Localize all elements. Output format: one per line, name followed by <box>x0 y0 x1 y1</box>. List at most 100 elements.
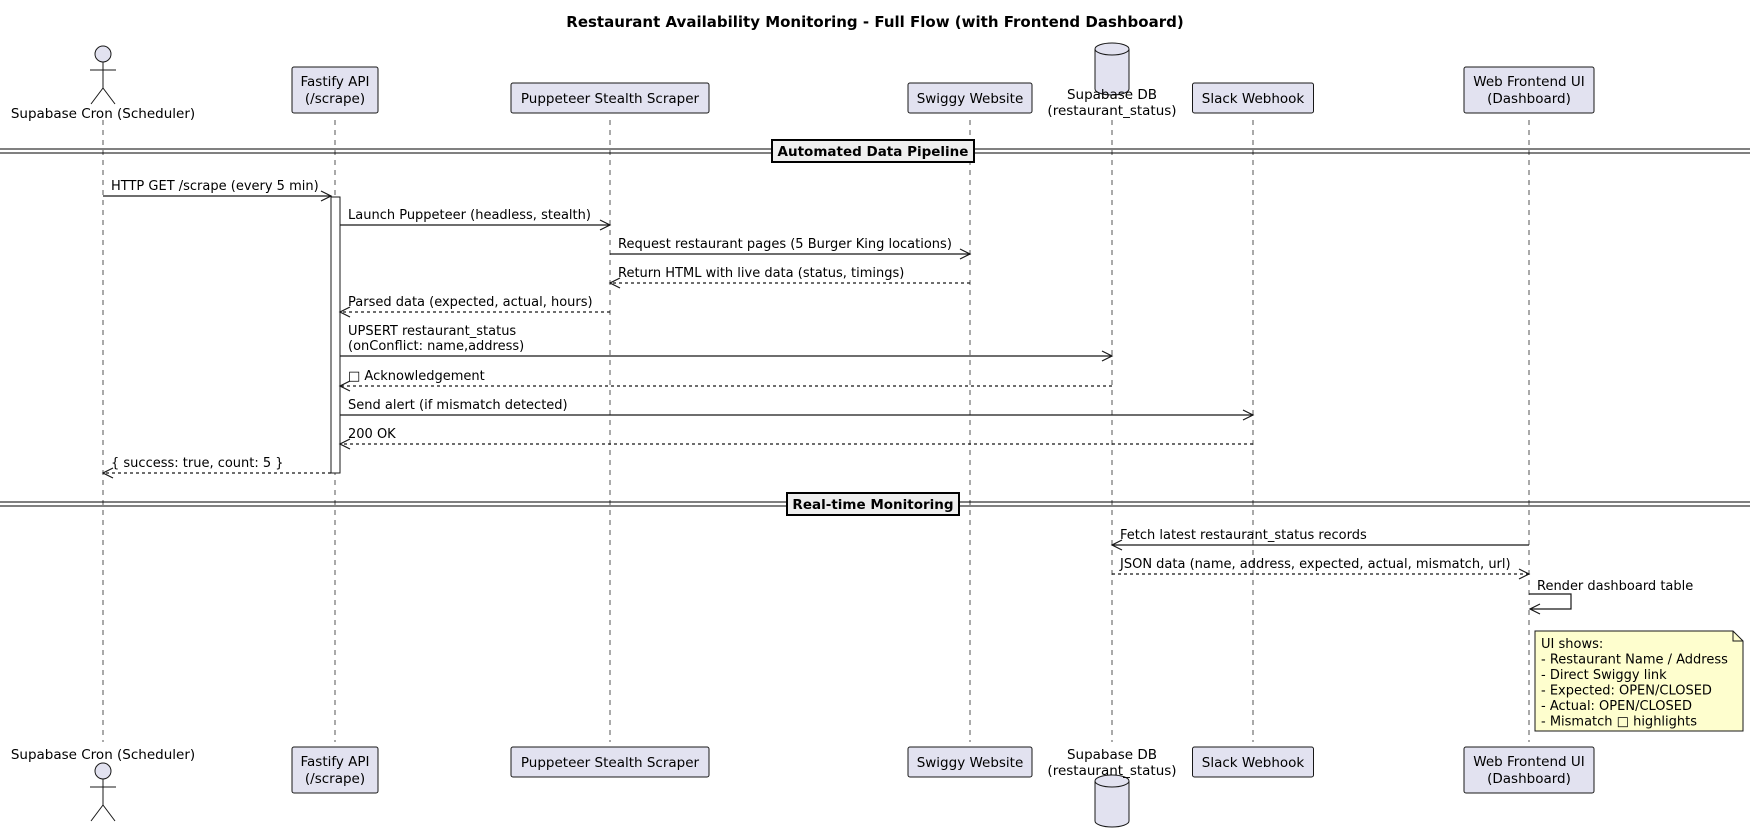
divider-pipeline <box>771 139 975 163</box>
lifelines <box>102 120 1530 742</box>
participant-label: Supabase Cron (Scheduler) <box>11 747 195 763</box>
arrowhead <box>599 219 612 231</box>
actor-leg <box>90 87 104 105</box>
participant-label: Swiggy Website <box>917 755 1024 771</box>
message-ui-to-ui: Render dashboard table <box>1528 579 1693 615</box>
message-label: UPSERT restaurant_status <box>348 324 516 339</box>
participant-box <box>291 66 379 114</box>
message-label: Request restaurant pages (5 Burger King … <box>618 237 952 252</box>
note-line: - Expected: OPEN/CLOSED <box>1541 684 1712 699</box>
participant-box <box>510 746 710 778</box>
message-label: Fetch latest restaurant_status records <box>1120 528 1367 543</box>
participant-label: Puppeteer Stealth Scraper <box>521 755 700 771</box>
participant-label: Swiggy Website <box>917 91 1024 107</box>
participant-box <box>1192 82 1314 114</box>
participant-label: (Dashboard) <box>1487 771 1571 787</box>
participant-label: (restaurant_status) <box>1047 763 1176 779</box>
participant-label: Fastify API <box>300 74 369 90</box>
message-label: Return HTML with live data (status, timi… <box>618 266 904 281</box>
arrowhead <box>320 190 333 202</box>
message-scraper-to-api: Parsed data (expected, actual, hours) <box>338 295 610 318</box>
participant-label: Supabase DB <box>1067 747 1157 763</box>
note-box <box>1534 630 1744 732</box>
note: UI shows:- Restaurant Name / Address- Di… <box>1534 630 1744 732</box>
actor-top: Supabase Cron (Scheduler) <box>11 45 195 122</box>
note-line: - Actual: OPEN/CLOSED <box>1541 699 1692 714</box>
arrowhead <box>608 277 621 289</box>
database-rim <box>1094 48 1130 56</box>
participant-box <box>1463 66 1595 114</box>
arrowhead <box>338 306 351 318</box>
message-api-to-slack: Send alert (if mismatch detected) <box>340 398 1255 421</box>
participant-label: Slack Webhook <box>1202 91 1305 107</box>
participant-box <box>510 82 710 114</box>
participant-box <box>291 746 379 794</box>
message-cron-to-api: HTTP GET /scrape (every 5 min) <box>103 179 333 202</box>
message-label: Launch Puppeteer (headless, stealth) <box>348 208 591 223</box>
message-swiggy-to-scraper: Return HTML with live data (status, timi… <box>608 266 970 289</box>
arrowhead <box>959 248 972 260</box>
self-message-line <box>1529 593 1572 610</box>
divider-label-monitoring: Real-time Monitoring <box>792 497 953 513</box>
participant-heads: Supabase Cron (Scheduler) Supabase Cron (… <box>11 42 1595 828</box>
actor-bottom: Supabase Cron (Scheduler) <box>11 747 195 822</box>
message-scraper-to-swiggy: Request restaurant pages (5 Burger King … <box>610 237 972 260</box>
arrowhead <box>338 438 351 450</box>
actor-head <box>94 762 112 780</box>
message-db-to-ui: JSON data (name, address, expected, actu… <box>1112 557 1531 580</box>
arrowhead <box>1518 568 1531 580</box>
message-ui-to-db: Fetch latest restaurant_status records <box>1110 528 1529 551</box>
participant-scraper-bottom: Puppeteer Stealth Scraper <box>510 746 710 778</box>
participant-slack-bottom: Slack Webhook <box>1192 746 1314 778</box>
database-top: Supabase DB(restaurant_status) <box>1047 42 1177 119</box>
actor-leg <box>102 804 116 822</box>
participant-label: (Dashboard) <box>1487 91 1571 107</box>
api-activation-bar <box>330 196 341 474</box>
arrowhead <box>1528 603 1541 615</box>
actor-head <box>94 45 112 63</box>
database-cylinder <box>1094 42 1130 96</box>
message-api-to-scraper: Launch Puppeteer (headless, stealth) <box>340 208 612 231</box>
messages: HTTP GET /scrape (every 5 min) Launch Pup… <box>101 179 1693 615</box>
activation-bars <box>330 196 341 474</box>
diagram-title: Restaurant Availability Monitoring - Ful… <box>566 13 1183 31</box>
message-label: 200 OK <box>348 427 396 442</box>
arrowhead <box>1110 539 1123 551</box>
participant-label: Web Frontend UI <box>1473 74 1584 90</box>
arrowhead <box>1101 350 1114 362</box>
database-bottom: Supabase DB(restaurant_status) <box>1047 747 1177 828</box>
message-db-to-api: □ Acknowledgement <box>338 369 1112 392</box>
participant-label: (restaurant_status) <box>1047 103 1176 119</box>
arrowhead <box>101 467 114 479</box>
message-label: □ Acknowledgement <box>348 369 485 384</box>
participant-slack-top: Slack Webhook <box>1192 82 1314 114</box>
arrowhead <box>1242 409 1255 421</box>
divider-monitoring <box>786 492 960 516</box>
participant-label: (/scrape) <box>305 91 365 107</box>
participant-scraper-top: Puppeteer Stealth Scraper <box>510 82 710 114</box>
participant-swiggy-top: Swiggy Website <box>907 82 1033 114</box>
note-line: UI shows: <box>1541 637 1603 652</box>
database-cylinder <box>1094 774 1130 828</box>
message-label: Send alert (if mismatch detected) <box>348 398 568 413</box>
participant-api-bottom: Fastify API(/scrape) <box>291 746 379 794</box>
message-label: { success: true, count: 5 } <box>111 456 284 471</box>
note-line: - Mismatch □ highlights <box>1541 715 1697 730</box>
participant-label: Supabase Cron (Scheduler) <box>11 106 195 122</box>
message-label: (onConflict: name,address) <box>348 339 524 354</box>
message-label: Parsed data (expected, actual, hours) <box>348 295 593 310</box>
note-fold <box>1732 631 1743 642</box>
actor-leg <box>90 804 104 822</box>
participant-label: Fastify API <box>300 754 369 770</box>
divider-label-pipeline: Automated Data Pipeline <box>778 144 969 160</box>
message-slack-to-api: 200 OK <box>338 427 1253 450</box>
note-line: - Direct Swiggy link <box>1541 668 1667 683</box>
participant-label: (/scrape) <box>305 771 365 787</box>
arrowhead <box>338 380 351 392</box>
participant-box <box>907 82 1033 114</box>
message-api-to-db: UPSERT restaurant_status(onConflict: nam… <box>340 324 1114 362</box>
participant-box <box>1463 746 1595 794</box>
participant-box <box>1192 746 1314 778</box>
